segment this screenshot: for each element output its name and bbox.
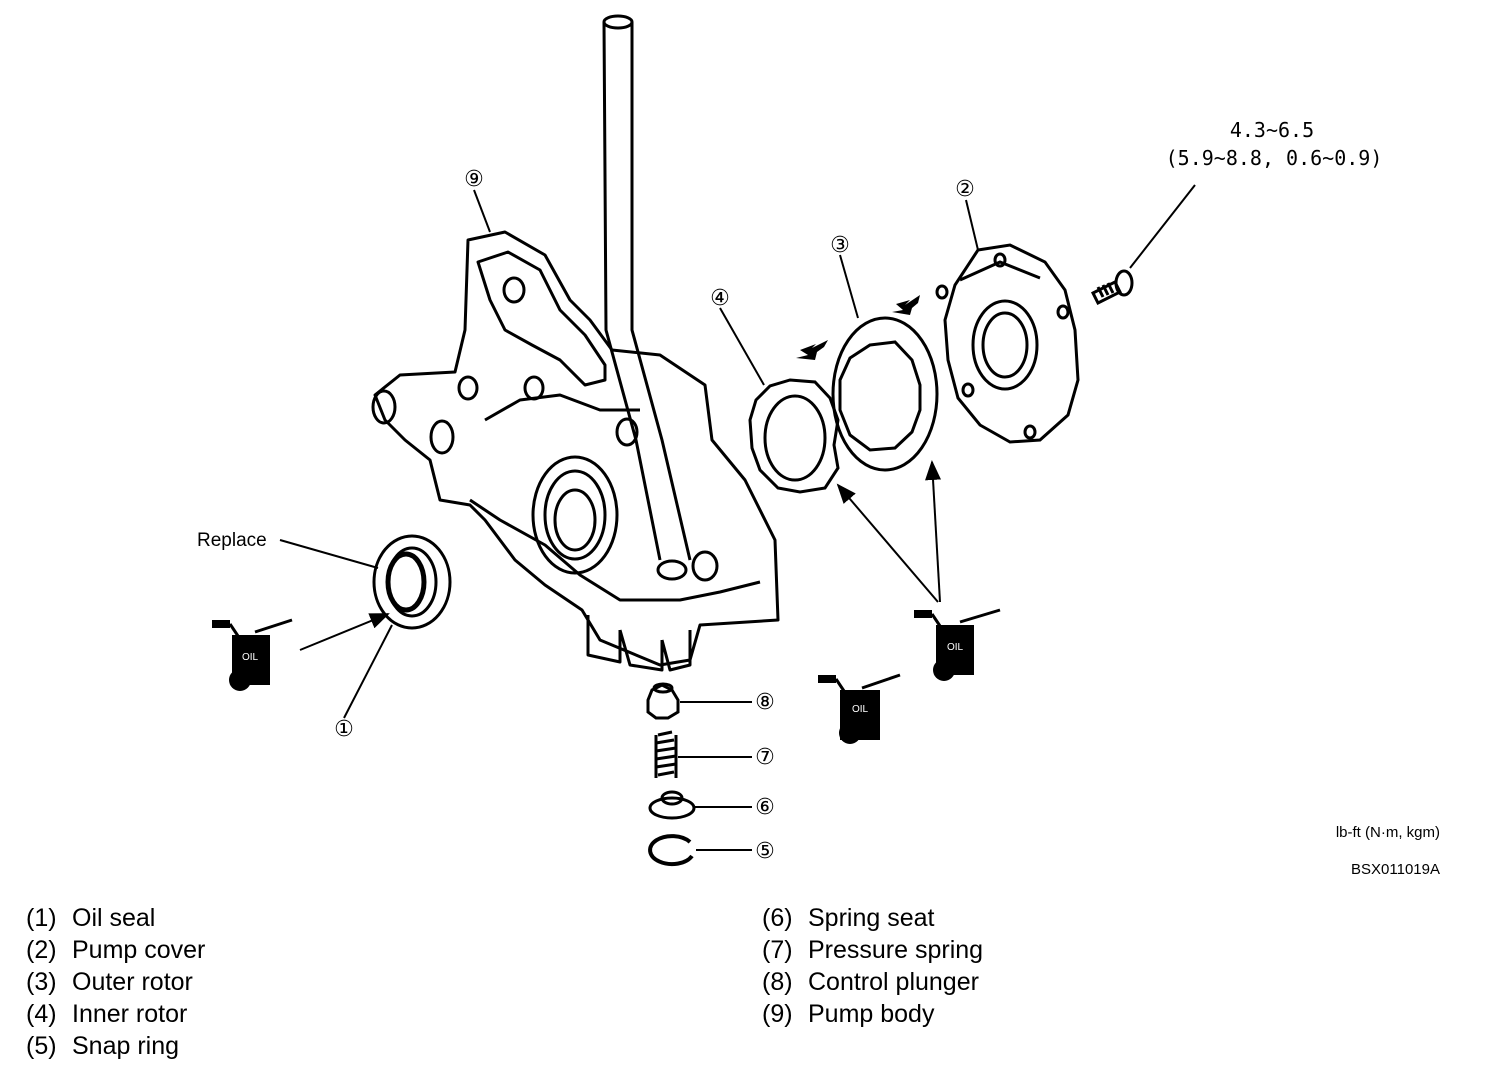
cover-bolt bbox=[1090, 269, 1134, 306]
legend-left: (1) Oil seal (2) Pump cover (3) Outer ro… bbox=[26, 902, 205, 1062]
legend-part-name: Pump body bbox=[808, 1000, 935, 1028]
pump-cover bbox=[935, 243, 1080, 444]
outer-rotor bbox=[831, 316, 939, 472]
pump-body bbox=[371, 230, 780, 672]
legend-item: (6) Spring seat bbox=[762, 902, 983, 934]
oil-seal bbox=[372, 534, 452, 630]
legend-part-name: Inner rotor bbox=[72, 1000, 188, 1028]
control-plunger bbox=[646, 682, 680, 720]
legend-number: (2) bbox=[26, 936, 57, 964]
callouts: ⑨ ② ③ ④ ① ⑧ ⑦ ⑥ ⑤ bbox=[334, 167, 975, 864]
legend-part-name: Oil seal bbox=[72, 904, 156, 932]
callout-1: ① bbox=[334, 717, 354, 742]
legend-part-name: Outer rotor bbox=[72, 968, 193, 996]
legend-number: (4) bbox=[26, 1000, 57, 1028]
legend-item: (2) Pump cover bbox=[26, 934, 205, 966]
callout-6: ⑥ bbox=[755, 795, 775, 820]
svg-text:OIL: OIL bbox=[242, 652, 259, 663]
callout-7: ⑦ bbox=[755, 745, 775, 770]
legend-part-name: Control plunger bbox=[808, 968, 979, 996]
legend-number: (8) bbox=[762, 968, 793, 996]
snap-ring bbox=[648, 834, 694, 867]
callout-3: ③ bbox=[830, 233, 850, 258]
legend-number: (6) bbox=[762, 904, 793, 932]
spring-seat bbox=[648, 790, 696, 820]
legend-part-name: Pressure spring bbox=[808, 936, 984, 964]
units-label: lb-ft (N·m, kgm) bbox=[1336, 824, 1440, 841]
assembly-arrows bbox=[796, 295, 920, 360]
legend-item: (5) Snap ring bbox=[26, 1030, 205, 1062]
legend-number: (3) bbox=[26, 968, 57, 996]
legend-item: (4) Inner rotor bbox=[26, 998, 205, 1030]
legend-number: (1) bbox=[26, 904, 57, 932]
legend-item: (8) Control plunger bbox=[762, 966, 983, 998]
legend-item: (9) Pump body bbox=[762, 998, 983, 1030]
svg-text:OIL: OIL bbox=[947, 642, 964, 653]
legend-right: (6) Spring seat (7) Pressure spring (8) … bbox=[762, 902, 983, 1030]
callout-5: ⑤ bbox=[755, 839, 775, 864]
legend-part-name: Spring seat bbox=[808, 904, 935, 932]
legend-item: (7) Pressure spring bbox=[762, 934, 983, 966]
legend-item: (1) Oil seal bbox=[26, 902, 205, 934]
callout-4: ④ bbox=[710, 286, 730, 311]
callout-9: ⑨ bbox=[464, 167, 484, 192]
torque-spec-line2: (5.9~8.8, 0.6~0.9) bbox=[1166, 146, 1383, 170]
legend-item: (3) Outer rotor bbox=[26, 966, 205, 998]
legend-number: (5) bbox=[26, 1032, 57, 1060]
callout-2: ② bbox=[955, 177, 975, 202]
leader-lines bbox=[279, 184, 1196, 851]
legend-part-name: Snap ring bbox=[72, 1032, 180, 1060]
torque-spec-line1: 4.3~6.5 bbox=[1230, 118, 1314, 142]
legend-number: (9) bbox=[762, 1000, 793, 1028]
callout-8: ⑧ bbox=[755, 690, 775, 715]
pressure-spring bbox=[654, 730, 678, 778]
legend-number: (7) bbox=[762, 936, 793, 964]
inner-rotor bbox=[748, 378, 840, 494]
replace-label: Replace bbox=[197, 530, 267, 551]
figure-code: BSX011019A bbox=[1351, 861, 1440, 878]
pickup-tube bbox=[602, 14, 692, 561]
oil-can-icon: OIL bbox=[914, 608, 1001, 681]
oil-can-icon: OIL bbox=[818, 673, 901, 744]
legend-part-name: Pump cover bbox=[72, 936, 206, 964]
svg-text:OIL: OIL bbox=[852, 704, 869, 715]
oil-can-icon: OIL bbox=[212, 618, 293, 691]
